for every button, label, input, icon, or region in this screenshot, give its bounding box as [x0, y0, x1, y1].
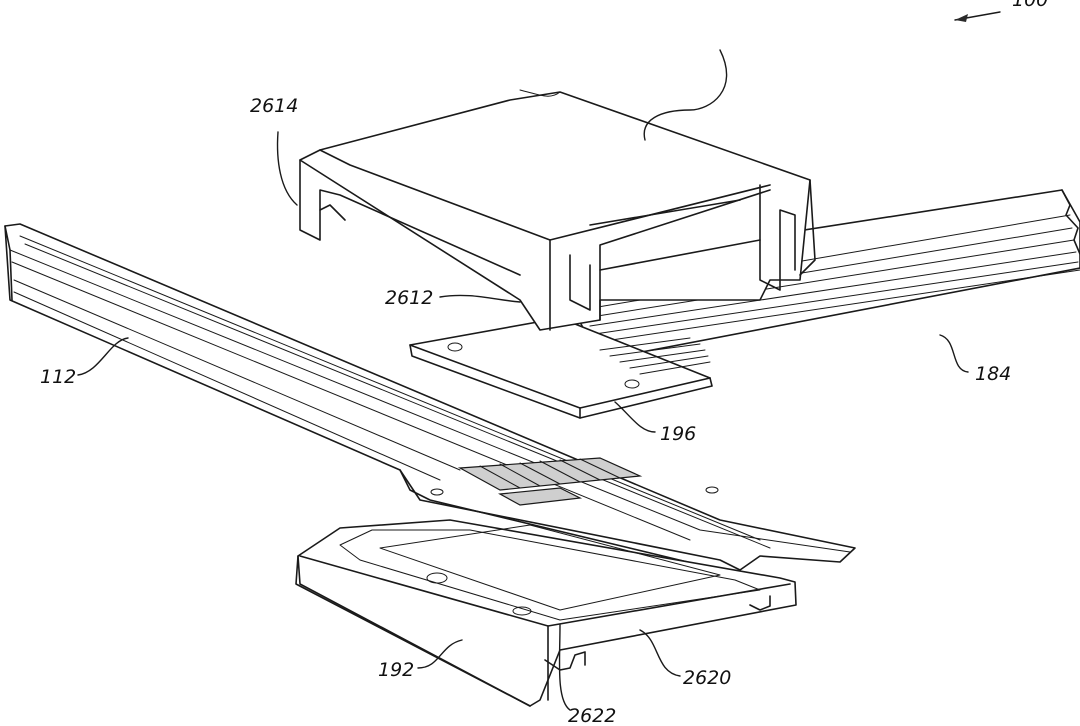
rail-184: [559, 189, 1080, 361]
label-196: 196: [660, 423, 696, 445]
rail-112: [4, 223, 856, 571]
label-192: 192: [378, 659, 414, 681]
leader-top: [643, 49, 728, 141]
label-2612: 2612: [385, 287, 433, 309]
leader-lines: [77, 11, 1001, 711]
label-184: 184: [975, 363, 1011, 385]
leader-192: [417, 639, 463, 669]
leader-2612: [439, 294, 521, 303]
leader-112: [77, 337, 129, 376]
label-2620: 2620: [683, 667, 731, 689]
leader-2614: [276, 131, 298, 206]
leader-2622: [558, 624, 571, 711]
reference-labels: 2614 2612 112 184 196 192 2620 2622 100: [40, 0, 1048, 726]
label-112: 112: [40, 366, 76, 388]
board-196: [409, 317, 713, 419]
label-2614: 2614: [250, 95, 298, 117]
label-100-partial: 100: [1012, 0, 1048, 11]
leader-184: [939, 334, 969, 373]
cover: [299, 89, 816, 331]
leader-196: [614, 401, 656, 433]
carrier-192: [295, 519, 797, 707]
leader-2620: [639, 629, 681, 677]
label-2622: 2622: [568, 705, 616, 726]
